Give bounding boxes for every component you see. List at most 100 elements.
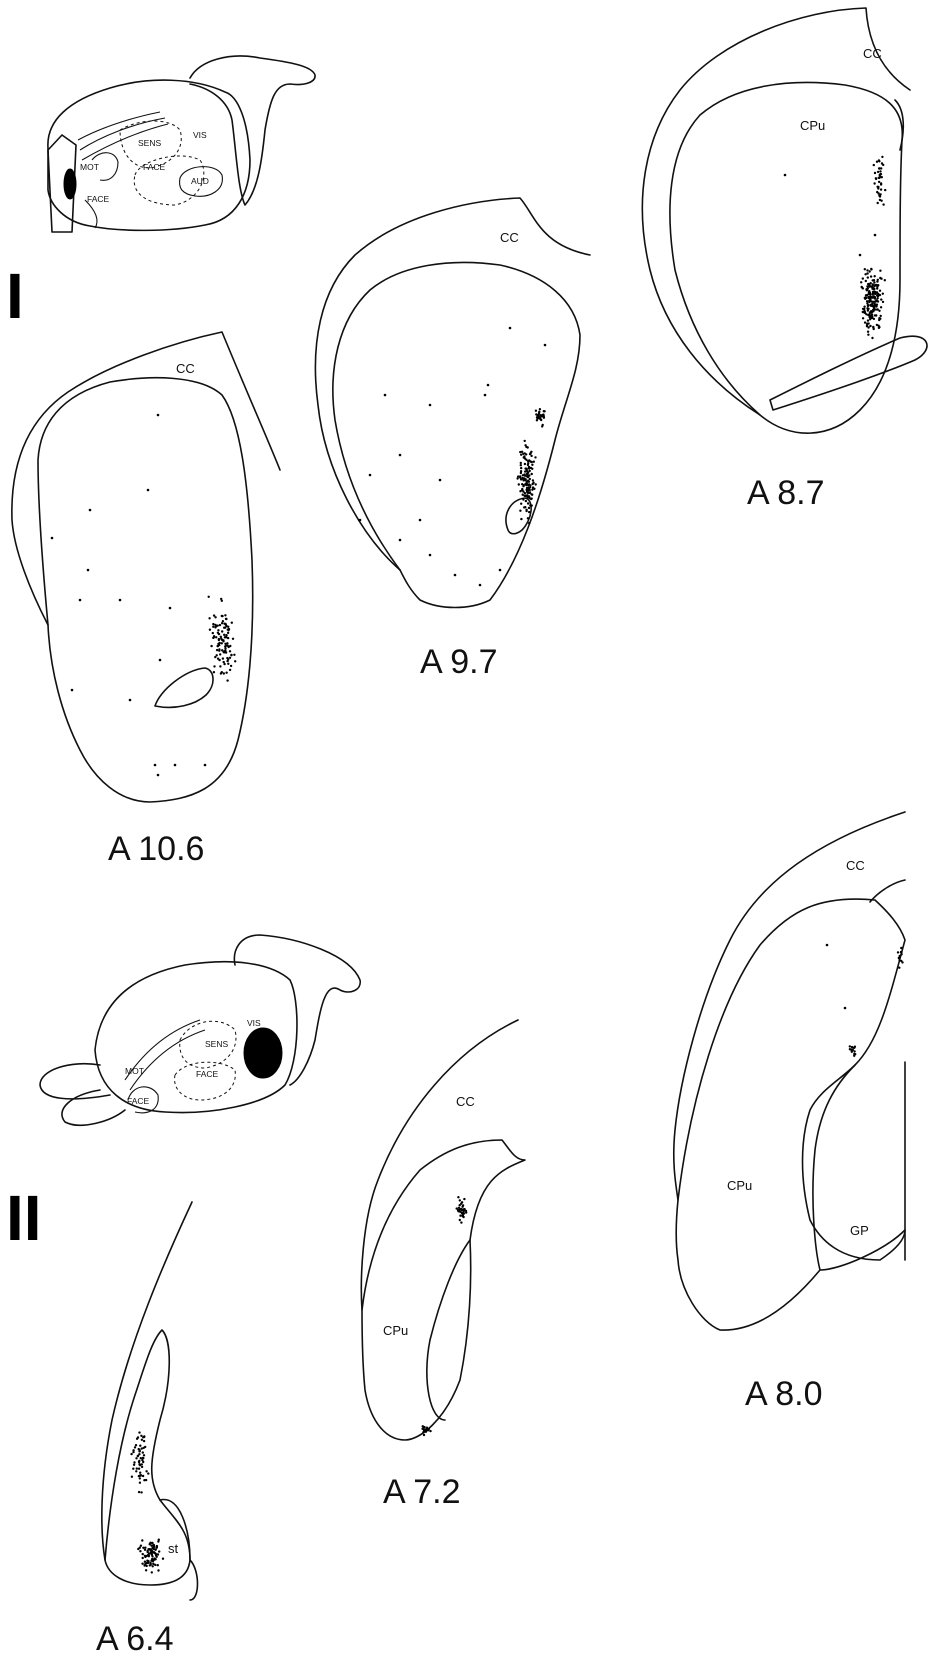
label-dot bbox=[152, 1565, 154, 1567]
label-dot bbox=[141, 1439, 143, 1441]
label-dot bbox=[538, 417, 540, 419]
label-dot bbox=[51, 537, 54, 540]
panel-2: II MOT FACE SENS FACE VIS st A 6. bbox=[6, 812, 905, 1658]
label-dot bbox=[225, 618, 227, 620]
label-dot bbox=[174, 764, 177, 767]
label-dot bbox=[898, 957, 900, 959]
label-dot bbox=[882, 301, 884, 303]
label-dot bbox=[463, 1208, 465, 1210]
label-dot bbox=[146, 1562, 148, 1564]
label-dot bbox=[141, 1466, 143, 1468]
panel-1-aud-label: AUD bbox=[191, 176, 209, 186]
label-dot bbox=[531, 468, 533, 470]
label-dot bbox=[138, 1491, 140, 1493]
label-dot bbox=[524, 463, 526, 465]
label-dot bbox=[524, 495, 526, 497]
label-dot bbox=[429, 404, 432, 407]
label-dot bbox=[144, 1549, 146, 1551]
label-dot bbox=[230, 654, 232, 656]
label-dot bbox=[227, 645, 229, 647]
label-dot bbox=[138, 1468, 140, 1470]
label-dot bbox=[221, 615, 223, 617]
label-dot bbox=[217, 658, 219, 660]
label-dot bbox=[525, 478, 527, 480]
label-dot bbox=[223, 634, 225, 636]
label-dot bbox=[872, 279, 874, 281]
section-a87-cpu-label: CPu bbox=[800, 118, 825, 133]
label-dot bbox=[536, 419, 538, 421]
label-dot bbox=[520, 462, 522, 464]
section-a97-label-dots bbox=[359, 327, 547, 587]
label-dot bbox=[149, 1564, 151, 1566]
label-dot bbox=[141, 1539, 143, 1541]
label-dot bbox=[871, 285, 873, 287]
panel-1: I MOT FACE SENS FACE VIS AUD bbox=[6, 8, 927, 868]
label-dot bbox=[867, 276, 869, 278]
section-a80-label-dots bbox=[826, 944, 904, 1057]
label-dot bbox=[520, 454, 522, 456]
panel-2-face-label-1: FACE bbox=[127, 1096, 150, 1106]
label-dot bbox=[138, 1450, 140, 1452]
label-dot bbox=[460, 1221, 462, 1223]
label-dot bbox=[876, 297, 878, 299]
label-dot bbox=[861, 286, 863, 288]
label-dot bbox=[457, 1196, 459, 1198]
label-dot bbox=[214, 616, 216, 618]
label-dot bbox=[878, 327, 880, 329]
label-dot bbox=[215, 636, 217, 638]
label-dot bbox=[220, 636, 222, 638]
label-dot bbox=[130, 1453, 132, 1455]
label-dot bbox=[139, 1477, 141, 1479]
label-dot bbox=[429, 554, 432, 557]
label-dot bbox=[869, 325, 871, 327]
label-dot bbox=[526, 496, 528, 498]
label-dot bbox=[129, 699, 132, 702]
label-dot bbox=[229, 657, 231, 659]
label-dot bbox=[538, 412, 540, 414]
label-dot bbox=[869, 292, 871, 294]
section-a80-cpu-label: CPu bbox=[727, 1178, 752, 1193]
label-dot bbox=[867, 283, 869, 285]
label-dot bbox=[884, 189, 886, 191]
label-dot bbox=[422, 1425, 424, 1427]
label-dot bbox=[234, 660, 236, 662]
label-dot bbox=[223, 663, 225, 665]
label-dot bbox=[459, 1199, 461, 1201]
label-dot bbox=[145, 1569, 147, 1571]
section-a72-cc-label: CC bbox=[456, 1094, 475, 1109]
label-dot bbox=[529, 504, 531, 506]
label-dot bbox=[866, 300, 868, 302]
label-dot bbox=[879, 294, 881, 296]
label-dot bbox=[139, 1464, 141, 1466]
label-dot bbox=[879, 193, 881, 195]
label-dot bbox=[224, 626, 226, 628]
label-dot bbox=[879, 173, 881, 175]
section-a106-label-dots bbox=[51, 414, 237, 777]
label-dot bbox=[459, 1211, 461, 1213]
label-dot bbox=[873, 318, 875, 320]
label-dot bbox=[877, 284, 879, 286]
label-dot bbox=[873, 281, 875, 283]
label-dot bbox=[867, 314, 869, 316]
label-dot bbox=[138, 1431, 140, 1433]
label-dot bbox=[876, 324, 878, 326]
label-dot bbox=[877, 171, 879, 173]
label-dot bbox=[520, 467, 522, 469]
label-dot bbox=[484, 394, 487, 397]
label-dot bbox=[155, 1546, 157, 1548]
label-dot bbox=[152, 1563, 154, 1565]
label-dot bbox=[119, 599, 122, 602]
label-dot bbox=[140, 1491, 142, 1493]
label-dot bbox=[227, 663, 229, 665]
panel-1-face-label-1: FACE bbox=[87, 194, 110, 204]
label-dot bbox=[864, 273, 866, 275]
label-dot bbox=[139, 1482, 141, 1484]
section-a87-cc-label: CC bbox=[863, 46, 882, 61]
section-a80-caption: A 8.0 bbox=[745, 1375, 823, 1413]
label-dot bbox=[543, 410, 545, 412]
label-dot bbox=[219, 653, 221, 655]
label-dot bbox=[527, 480, 529, 482]
panel-2-brain-diagram: MOT FACE SENS FACE VIS bbox=[40, 935, 360, 1125]
label-dot bbox=[844, 1007, 847, 1010]
label-dot bbox=[157, 414, 160, 417]
